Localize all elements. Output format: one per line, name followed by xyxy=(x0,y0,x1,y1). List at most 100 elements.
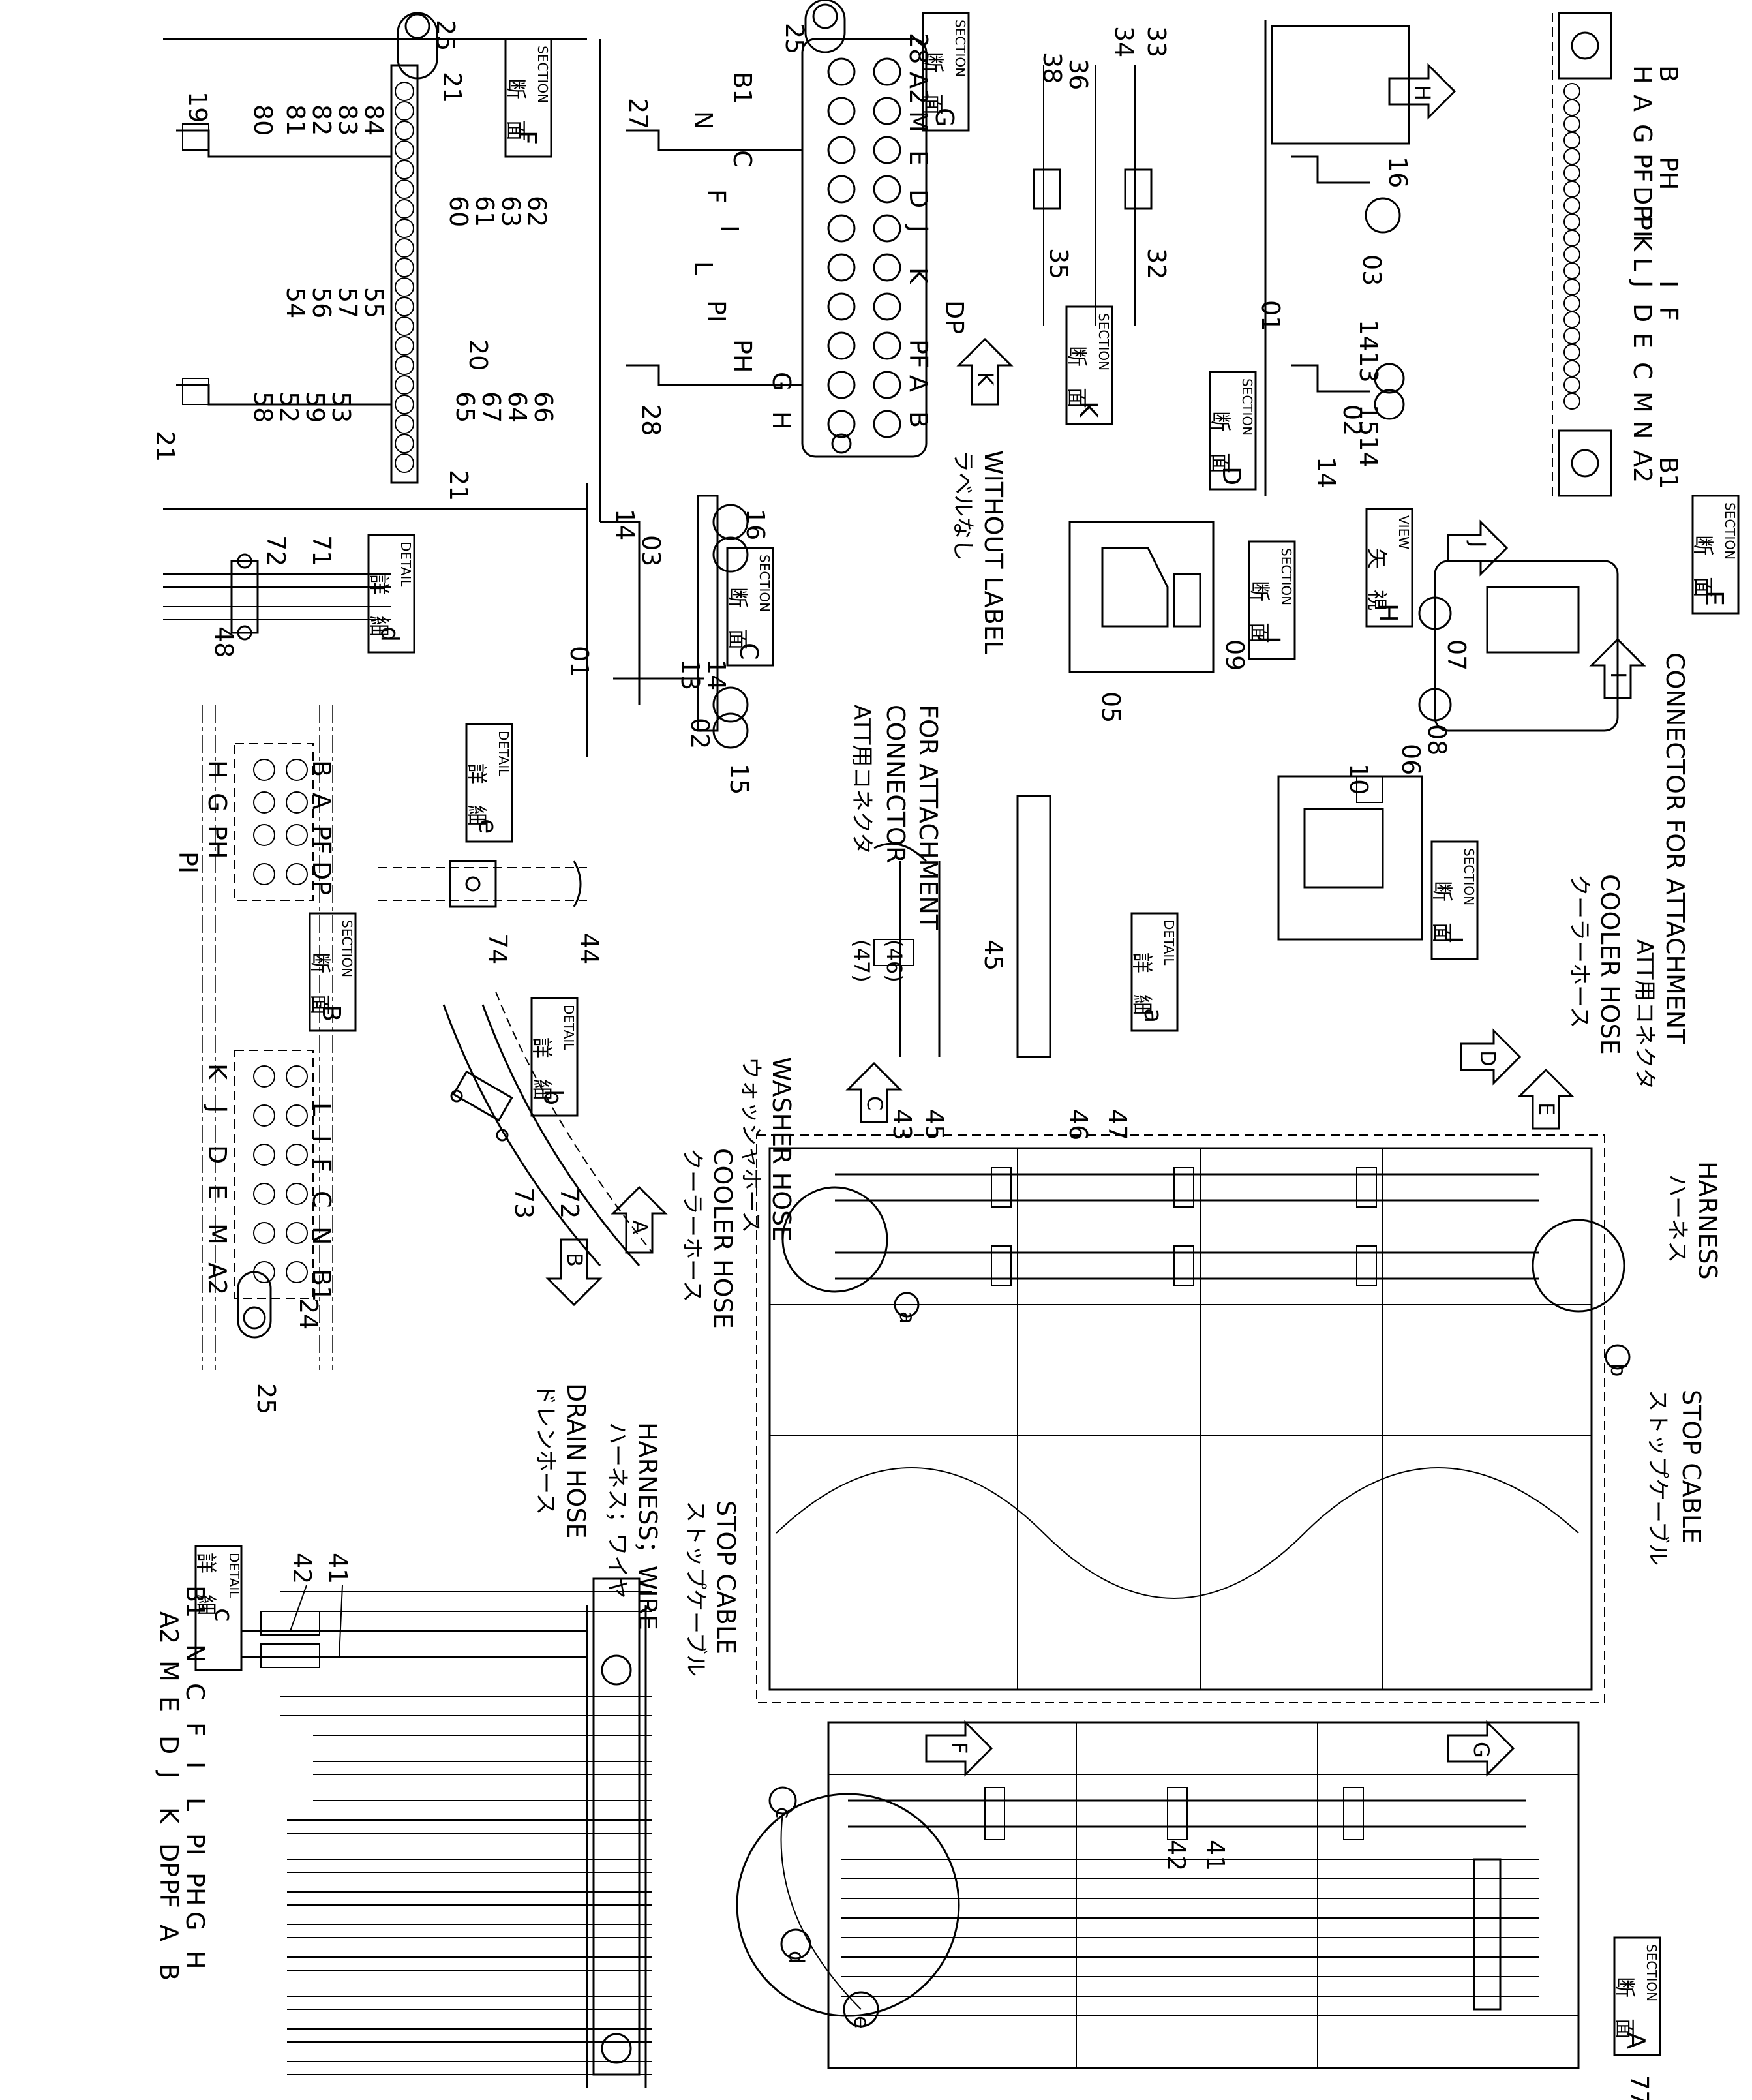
section-i-housing xyxy=(1277,775,1423,941)
callout-61: 61 xyxy=(470,196,499,227)
port-label-M: M xyxy=(1628,391,1657,413)
port-label-K: K xyxy=(203,1063,232,1080)
view-h-view: 07 08 J I 矢 視 VIEW H xyxy=(1365,508,1646,755)
callout-52: 52 xyxy=(275,391,303,423)
callout-24: 24 xyxy=(294,1298,323,1330)
section-j-title-jp: 断 面 xyxy=(1247,581,1272,643)
section-d-title-jp: 断 面 xyxy=(1208,411,1233,474)
view-arrow-I xyxy=(1589,637,1646,699)
section-c-letter: C xyxy=(734,643,763,660)
detail-b-title-jp: 詳 細 xyxy=(530,1037,554,1100)
cooler-hose-r-jp: クーラーホース xyxy=(1566,874,1592,1028)
section-g-port-grid xyxy=(827,57,901,438)
view-arrow-H-label: H xyxy=(1410,85,1435,100)
port-label-M: M xyxy=(904,111,933,132)
callout-82: 82 xyxy=(307,104,336,136)
detail-circle-a-label: a xyxy=(895,1311,920,1324)
detail-circle-a[interactable] xyxy=(894,1292,920,1318)
callout-47p: (47) xyxy=(849,939,874,982)
callout-21-bot: 21 xyxy=(444,470,473,501)
detail-d-title-jp: 詳 細 xyxy=(367,574,391,637)
callout-16-c: 16 xyxy=(741,509,770,540)
drain-hose-en: DRAIN HOSE xyxy=(562,1383,590,1538)
callout-45-a: 45 xyxy=(979,939,1008,971)
main-frame xyxy=(768,1147,1593,1691)
port-label-B: B xyxy=(904,411,933,428)
callout-43: 43 xyxy=(888,1109,916,1140)
port-label-L: L xyxy=(689,261,717,275)
detail-d-letter: d xyxy=(376,626,404,642)
detail-circle-d[interactable] xyxy=(780,1928,811,1960)
section-f-title-box: 断 面 SECTION F xyxy=(504,38,552,158)
port-label-I: I xyxy=(307,1135,336,1142)
section-b-clamp xyxy=(237,1271,272,1339)
port-label-PI: PI xyxy=(1628,215,1657,237)
main-clamps xyxy=(991,1167,1377,1286)
detail-circle-b[interactable] xyxy=(1605,1344,1631,1370)
callout-01-d: 01 xyxy=(1256,300,1285,331)
section-g-port-labels: H G PH PI L I F C N B1 B A PF DP K J D E… xyxy=(689,72,969,430)
callout-14-d: 14 xyxy=(1312,457,1340,488)
callout-59: 59 xyxy=(301,391,329,423)
section-k-title-box: 断 面 SECTION K xyxy=(1065,305,1113,425)
section-d-box xyxy=(1271,25,1410,145)
callout-09: 09 xyxy=(1220,639,1249,671)
callout-45: 45 xyxy=(920,1109,949,1140)
view-arrow-K xyxy=(956,337,1014,406)
view-h-housing xyxy=(1434,560,1619,732)
port-label-G: G xyxy=(1628,124,1657,143)
detail-e-title-box: 詳 細 DETAIL e xyxy=(464,723,513,843)
callout-41: 41 xyxy=(324,1553,352,1584)
detail-c-title-box: 詳 細 DETAIL c xyxy=(194,1545,243,1671)
callout-13-c: 13 xyxy=(676,659,704,690)
section-a-view: c d e 42 41 77 F G 断 面 SECTION A xyxy=(736,1720,1661,2100)
port-label-PF: PF xyxy=(1628,153,1657,183)
section-e-letter: E xyxy=(1700,590,1729,606)
view-arrow-K-label: K xyxy=(973,372,998,386)
callout-58: 58 xyxy=(249,391,277,423)
view-arrow-D-label: D xyxy=(1475,1050,1500,1067)
port-label-PH: PH xyxy=(1654,157,1683,190)
section-i-letter: I xyxy=(1439,936,1468,943)
callout-32: 32 xyxy=(1142,248,1171,279)
callout-54: 54 xyxy=(281,287,310,318)
detail-b-title-box: 詳 細 DETAIL b xyxy=(530,997,579,1117)
callout-41-a: 41 xyxy=(1201,1840,1230,1871)
port-label-K: K xyxy=(1628,235,1657,252)
section-k-title-en: SECTION xyxy=(1096,313,1111,371)
callout-84: 84 xyxy=(359,104,388,136)
detail-circle-e[interactable] xyxy=(843,1991,879,2028)
view-arrow-G xyxy=(1447,1720,1515,1777)
section-b-title-en: SECTION xyxy=(339,920,355,977)
callout-65: 65 xyxy=(451,391,479,423)
att-connector-jp: ATT用コネクタ xyxy=(849,705,875,855)
section-d-title-box: 断 面 SECTION D xyxy=(1208,371,1257,491)
callout-28-bot: 28 xyxy=(637,404,665,436)
port-label-F: F xyxy=(181,1722,209,1737)
detail-d-view: 72 71 48 詳 細 DETAIL d xyxy=(163,534,415,658)
port-label-A: A xyxy=(155,1925,183,1941)
section-d-view: 01 02 03 16 1413 1514 14 H 断 面 SECTION D xyxy=(1208,20,1457,496)
detail-circle-c[interactable] xyxy=(768,1786,797,1815)
section-j-view: 05 09 断 面 SECTION J xyxy=(1068,521,1296,723)
stop-cable-r-jp: ストップケーブル xyxy=(1644,1390,1670,1566)
section-g-manifold xyxy=(801,38,928,458)
port-label-DP: DP xyxy=(155,1843,183,1877)
view-arrow-E-label: E xyxy=(1534,1103,1559,1116)
section-i-title-en: SECTION xyxy=(1461,848,1477,905)
detail-d-title-box: 詳 細 DETAIL d xyxy=(367,534,415,654)
detail-e-title-jp: 詳 細 xyxy=(464,763,489,826)
cooler-hose-r-en: COOLER HOSE xyxy=(1595,874,1624,1055)
detail-circle-b-label: b xyxy=(1606,1363,1631,1377)
att-connector-en2: FOR ATTACHMENT xyxy=(914,705,943,930)
callout-02-c: 02 xyxy=(686,718,714,749)
section-k-view: 38 36 34 33 35 32 断 面 SECTION K xyxy=(1033,26,1171,425)
section-d-letter: D xyxy=(1217,466,1246,485)
callout-10: 10 xyxy=(1344,763,1373,795)
callout-35: 35 xyxy=(1044,248,1073,279)
callout-21-left: 21 xyxy=(151,431,179,462)
callout-72-d: 72 xyxy=(262,535,290,566)
port-label-J: J xyxy=(155,1770,183,1778)
section-i-view: 10 06 断 面 SECTION I xyxy=(1277,744,1479,960)
callout-28-top: 28 xyxy=(904,33,933,64)
